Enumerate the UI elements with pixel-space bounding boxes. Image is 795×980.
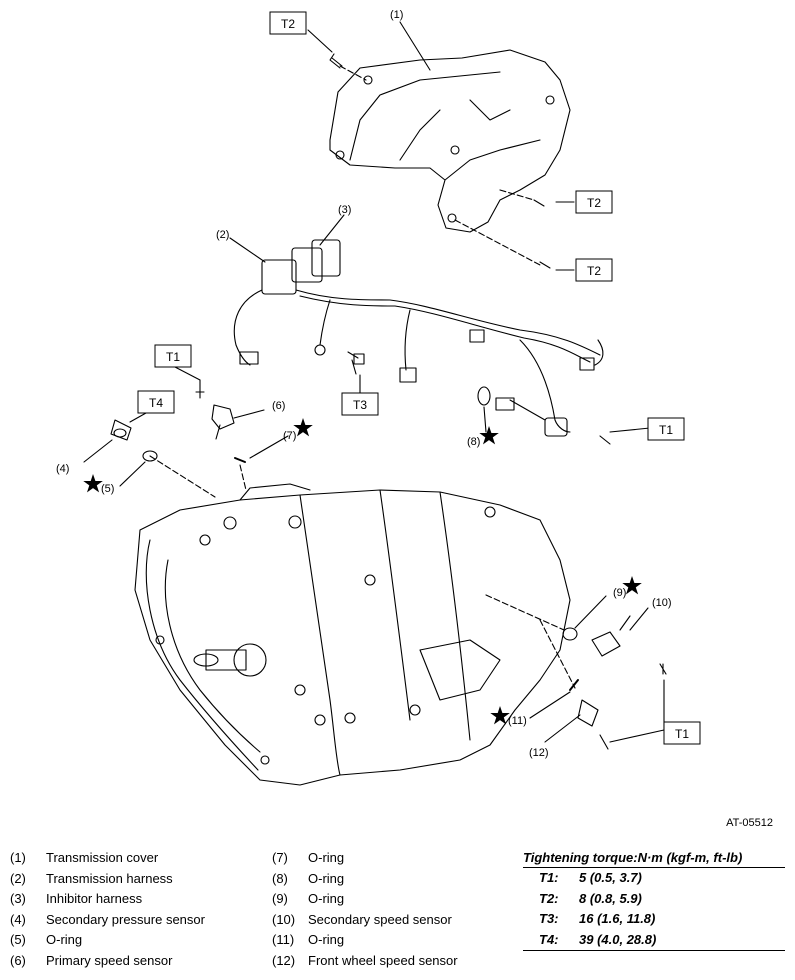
legend-num: (10) <box>272 911 296 927</box>
legend-num: (2) <box>10 870 26 886</box>
legend-item: (5) O-ring <box>10 930 205 951</box>
legend-name: O-ring <box>308 870 345 886</box>
callout-2: (2) <box>216 229 229 241</box>
callout-4: (4) <box>56 463 69 475</box>
legend-num: (11) <box>272 932 295 947</box>
torque-key: T3: <box>539 911 559 926</box>
torque-key: T2: <box>539 890 559 906</box>
callout-5: (5) <box>101 483 114 495</box>
figure-id: AT-05512 <box>726 817 773 829</box>
torque-key: T1: <box>539 870 559 885</box>
callout-7: (7) <box>283 430 296 442</box>
legend-num: (1) <box>10 850 26 865</box>
transmission-cover <box>329 49 571 233</box>
legend-num: (9) <box>272 891 288 906</box>
callout-8: (8) <box>467 436 480 448</box>
torque-tag: T3 <box>353 398 367 412</box>
legend-item: (2) Transmission harness <box>10 869 205 890</box>
transmission-case <box>134 483 571 786</box>
star-icon <box>293 418 313 437</box>
callout-11: (11) <box>508 715 527 727</box>
legend-item: (11) O-ring <box>272 930 458 951</box>
torque-tag: T4 <box>149 396 163 410</box>
legend-num: (3) <box>10 891 26 906</box>
torque-table: Tightening torque:N·m (kgf-m, ft-lb) T1:… <box>523 850 785 951</box>
callout-1: (1) <box>390 9 403 21</box>
legend-name: Secondary speed sensor <box>308 911 452 927</box>
torque-value: 5 (0.5, 3.7) <box>579 870 642 885</box>
legend-num: (6) <box>10 952 26 968</box>
cover-bolts <box>329 53 551 269</box>
torque-tag: T1 <box>166 350 180 364</box>
callout-10: (10) <box>652 597 672 609</box>
torque-tag: T2 <box>587 264 601 278</box>
legend-item: (4) Secondary pressure sensor <box>10 910 205 931</box>
legend-item: (8) O-ring <box>272 869 458 890</box>
torque-row: T3: 16 (1.6, 11.8) <box>523 909 785 930</box>
legend-item: (1) Transmission cover <box>10 848 205 869</box>
legend-name: Front wheel speed sensor <box>308 952 458 968</box>
exploded-view-diagram: T2 T2 T2 T1 T3 T4 T1 T1 (1) (2) (3) (4) … <box>56 9 701 786</box>
legend-num: (5) <box>10 932 26 947</box>
torque-row: T4: 39 (4.0, 28.8) <box>523 930 785 951</box>
star-icon <box>622 576 642 595</box>
torque-title: Tightening torque:N·m (kgf-m, ft-lb) <box>523 850 785 868</box>
leader-lines <box>83 21 665 743</box>
legend-name: O-ring <box>308 850 345 865</box>
star-icon <box>490 706 510 725</box>
torque-value: 39 (4.0, 28.8) <box>579 931 657 947</box>
torque-row: T2: 8 (0.8, 5.9) <box>523 889 785 910</box>
torque-bottom-rule <box>523 950 785 951</box>
torque-tags: T2 T2 T2 T1 T3 T4 T1 T1 <box>137 11 701 745</box>
torque-tag: T2 <box>281 17 295 31</box>
legend-item: (3) Inhibitor harness <box>10 889 205 910</box>
star-markers <box>83 418 642 725</box>
torque-value: 8 (0.8, 5.9) <box>579 890 642 906</box>
legend-num: (8) <box>272 870 288 886</box>
legend-left: (1) Transmission cover (2) Transmission ha… <box>10 848 205 971</box>
torque-tag: T1 <box>659 423 673 437</box>
legend-item: (12) Front wheel speed sensor <box>272 951 458 972</box>
harness-assembly <box>233 239 604 437</box>
legend-name: Secondary pressure sensor <box>46 911 205 927</box>
legend-name: O-ring <box>308 891 345 906</box>
star-icon <box>479 426 499 445</box>
legend-item: (9) O-ring <box>272 889 458 910</box>
torque-tag: T2 <box>587 196 601 210</box>
callout-numbers: (1) (2) (3) (4) (5) (6) (7) (8) (9) (10)… <box>56 9 672 759</box>
legend-middle: (7) O-ring (8) O-ring (9) O-ring (10) Second… <box>272 848 458 971</box>
legend-item: (7) O-ring <box>272 848 458 869</box>
legend-name: Primary speed sensor <box>46 952 173 968</box>
torque-row: T1: 5 (0.5, 3.7) <box>523 868 785 889</box>
callout-12: (12) <box>529 747 549 759</box>
torque-value: 16 (1.6, 11.8) <box>579 911 656 926</box>
sensors-and-bolts <box>110 351 667 750</box>
legend-name: O-ring <box>308 932 345 947</box>
legend-name: Inhibitor harness <box>46 891 143 906</box>
star-icon <box>83 474 103 493</box>
torque-tag: T1 <box>675 727 689 741</box>
legend-num: (7) <box>272 850 288 865</box>
torque-key: T4: <box>539 931 559 947</box>
callout-6: (6) <box>272 400 285 412</box>
legend-item: (10) Secondary speed sensor <box>272 910 458 931</box>
callout-3: (3) <box>338 204 351 216</box>
callout-9: (9) <box>613 587 626 599</box>
legend-name: Transmission cover <box>46 850 159 865</box>
legend-name: Transmission harness <box>46 870 173 886</box>
legend-num: (4) <box>10 911 26 927</box>
legend-name: O-ring <box>46 932 83 947</box>
legend-num: (12) <box>272 952 296 968</box>
legend-item: (6) Primary speed sensor <box>10 951 205 972</box>
